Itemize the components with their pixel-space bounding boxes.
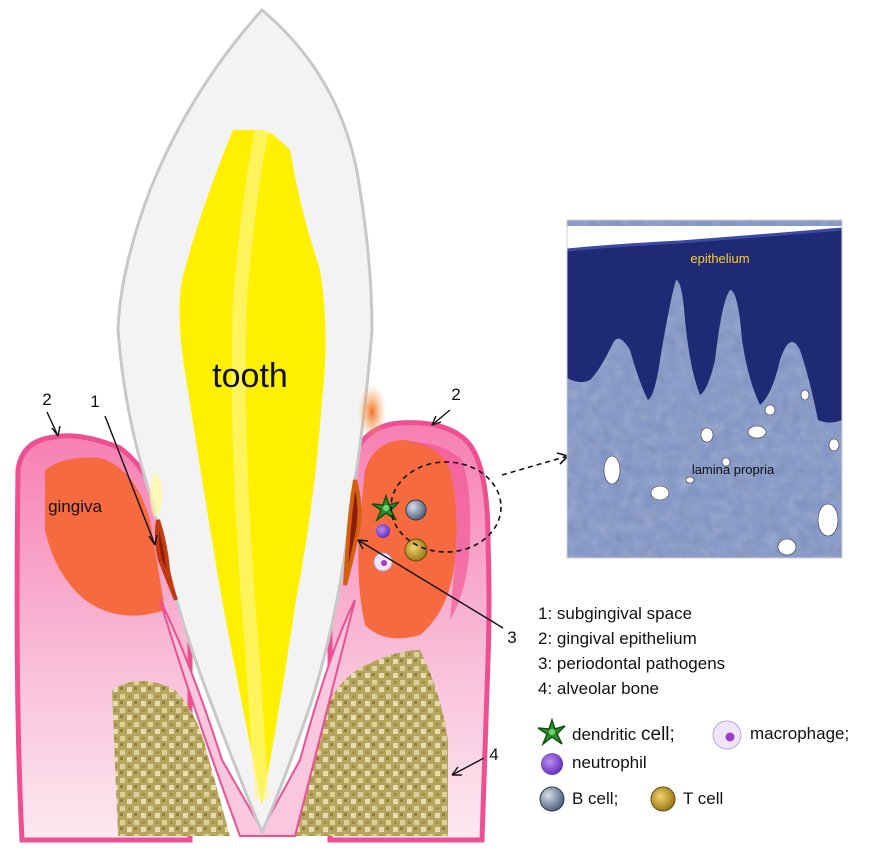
- legend-macrophage: macrophage;: [750, 724, 850, 743]
- zoom-arrow: [501, 455, 569, 476]
- epithelium-label: epithelium: [690, 251, 749, 266]
- marker-1: 1: [90, 392, 99, 411]
- alveolar-bone: [112, 681, 230, 836]
- legend-dendritic: dendritic cell;: [572, 724, 675, 746]
- neutrophil-icon: [541, 753, 563, 775]
- key-item-3: 3: periodontal pathogens: [538, 654, 726, 673]
- zoom-circle: [390, 461, 502, 553]
- b-cell: [405, 499, 427, 521]
- key-item-4: 4: alveolar bone: [538, 679, 659, 698]
- histology-epithelium-layer: [567, 228, 842, 423]
- left-lamina: [45, 457, 165, 616]
- legend-dendritic-text: dendritic: [572, 725, 637, 744]
- marker-2-right: 2: [451, 385, 460, 404]
- marker-3: 3: [507, 628, 516, 647]
- macrophage-icon: [712, 720, 742, 750]
- lamina-propria-label: lamina propria: [692, 462, 775, 477]
- t-cell: [404, 538, 428, 562]
- histology-panel: [567, 220, 842, 558]
- legend-b-cell: B cell;: [572, 789, 619, 808]
- dendritic-cell-icon: [537, 717, 566, 747]
- plaque-glow: [358, 384, 386, 440]
- tooth-label: tooth: [212, 357, 288, 395]
- b-cell-icon: [539, 786, 565, 812]
- legend-neutrophil: neutrophil: [572, 753, 647, 772]
- left-pocket: [154, 519, 178, 601]
- key-item-2: 2: gingival epithelium: [538, 629, 697, 648]
- legend-cell-word: cell;: [641, 724, 675, 745]
- marker-4: 4: [489, 745, 498, 764]
- dendritic-cell: [371, 493, 400, 523]
- neutrophil: [376, 524, 390, 538]
- legend-t-cell: T cell: [683, 789, 724, 808]
- key-item-1: 1: subgingival space: [538, 604, 693, 623]
- right-pocket: [343, 479, 362, 586]
- gingiva-label: gingiva: [48, 497, 102, 516]
- alveolar-bone-right: [292, 650, 448, 836]
- tooth-pulp: [179, 130, 326, 805]
- marker-2-left: 2: [42, 390, 51, 409]
- t-cell-icon: [650, 786, 676, 812]
